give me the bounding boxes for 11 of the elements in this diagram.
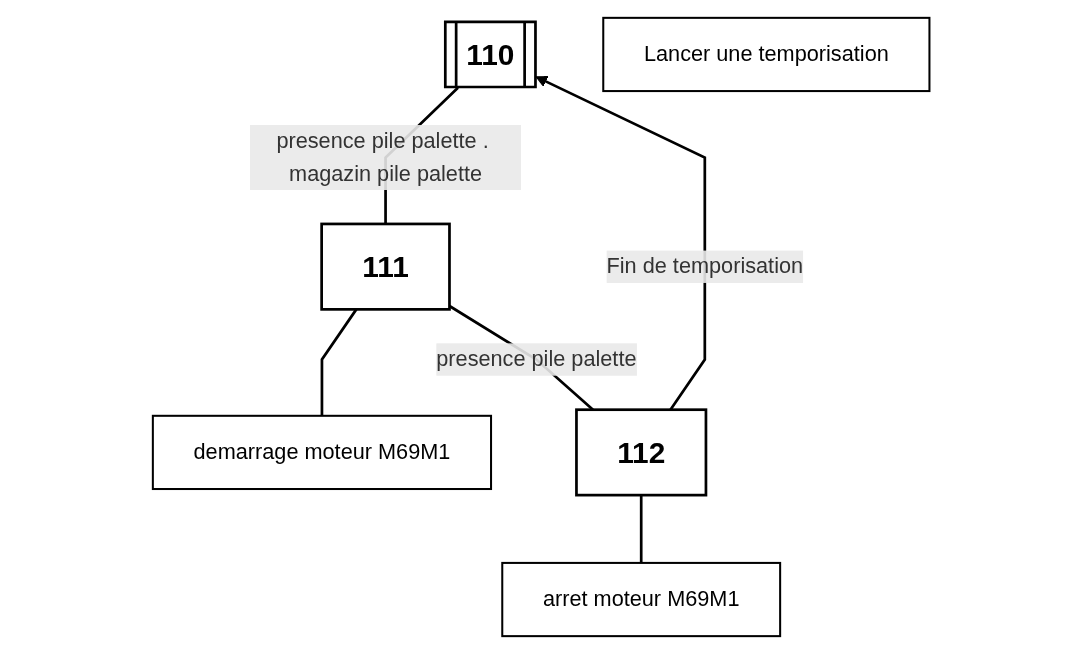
arrow: [535, 75, 707, 410]
node-box: demarrage moteur M69M1: [152, 414, 493, 490]
node-box: 112: [575, 407, 708, 496]
edge-label: presence pile palette: [436, 346, 637, 370]
edge-label: presence pile palette . magazin pile palette: [276, 128, 490, 185]
node-box: arret moteur M69M1: [501, 561, 782, 637]
edge-label: Fin de temporisation: [606, 253, 804, 277]
connector: [640, 494, 643, 563]
node-box: Lancer une temporisation: [602, 16, 931, 92]
node-box: 111: [320, 222, 452, 311]
connector: [320, 308, 358, 416]
